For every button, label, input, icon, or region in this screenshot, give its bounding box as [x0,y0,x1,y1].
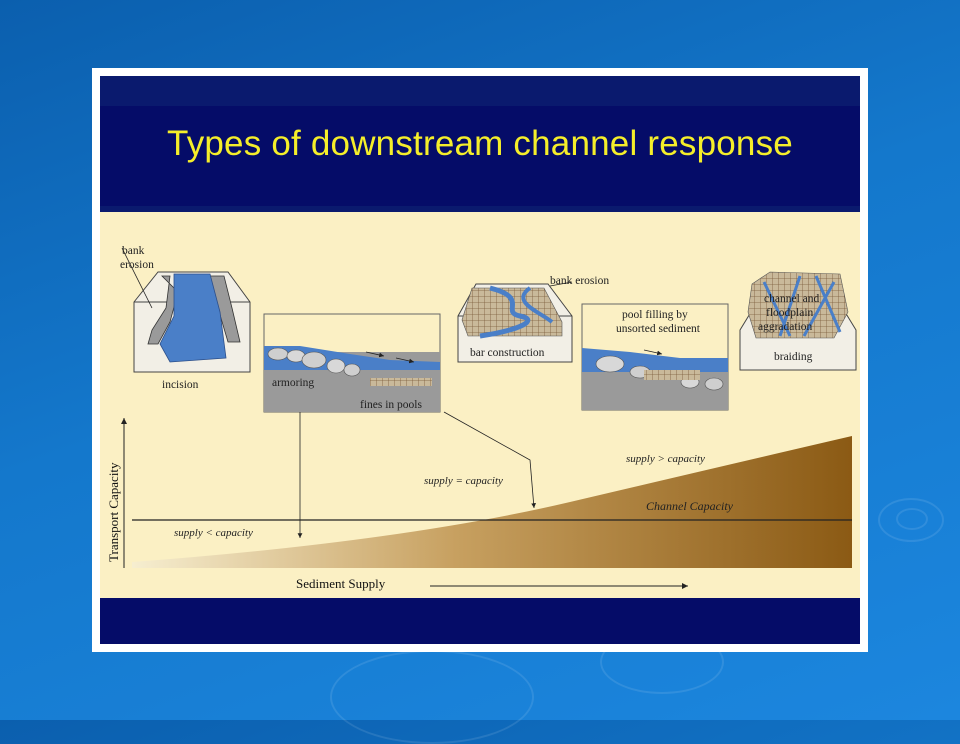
slide-frame: Types of downstream channel response [92,68,868,652]
aggradation-label-2: floodplain [766,307,814,319]
armoring-label: armoring [272,377,314,389]
bar-construction-label: bar construction [470,347,545,359]
bank-erosion-label-2: erosion [120,259,154,271]
x-axis-label: Sediment Supply [296,576,386,591]
pool-filling-label-2: unsorted sediment [616,323,701,335]
diagram-svg: bank erosion incision armor [106,245,857,591]
bar-construction-sketch [457,281,573,363]
water-ripple-decoration [878,498,944,542]
supply-greater-than-capacity-label: supply > capacity [626,453,705,465]
water-ripple-decoration [896,508,928,530]
water-ripple-decoration [330,650,534,744]
slide-title: Types of downstream channel response [167,124,793,163]
incision-label: incision [162,379,199,391]
supply-wedge [132,436,852,568]
slide: Types of downstream channel response [100,76,860,644]
y-axis-label: Transport Capacity [106,462,121,562]
pool-filling-sketch [581,303,729,411]
braiding-label: braiding [774,351,813,363]
supply-less-than-capacity-label: supply < capacity [174,527,253,539]
fines-pointer [443,411,536,509]
bank-erosion-label-mid: bank erosion [550,275,609,287]
aggradation-label-1: channel and [764,293,819,305]
fines-in-pools-label: fines in pools [360,399,422,411]
armoring-sketch [263,313,441,413]
bank-erosion-label-1: bank [122,245,145,257]
channel-response-diagram: bank erosion incision armor [100,212,860,598]
supply-equals-capacity-label: supply = capacity [424,475,503,487]
pool-filling-label-1: pool filling by [622,309,688,321]
braiding-sketch [739,271,857,371]
title-band [100,106,860,206]
aggradation-label-3: aggradation [758,321,813,333]
capacity-supply-graph [121,411,852,589]
channel-capacity-label: Channel Capacity [646,499,734,513]
incision-sketch [121,247,251,373]
bottom-band [100,598,860,644]
